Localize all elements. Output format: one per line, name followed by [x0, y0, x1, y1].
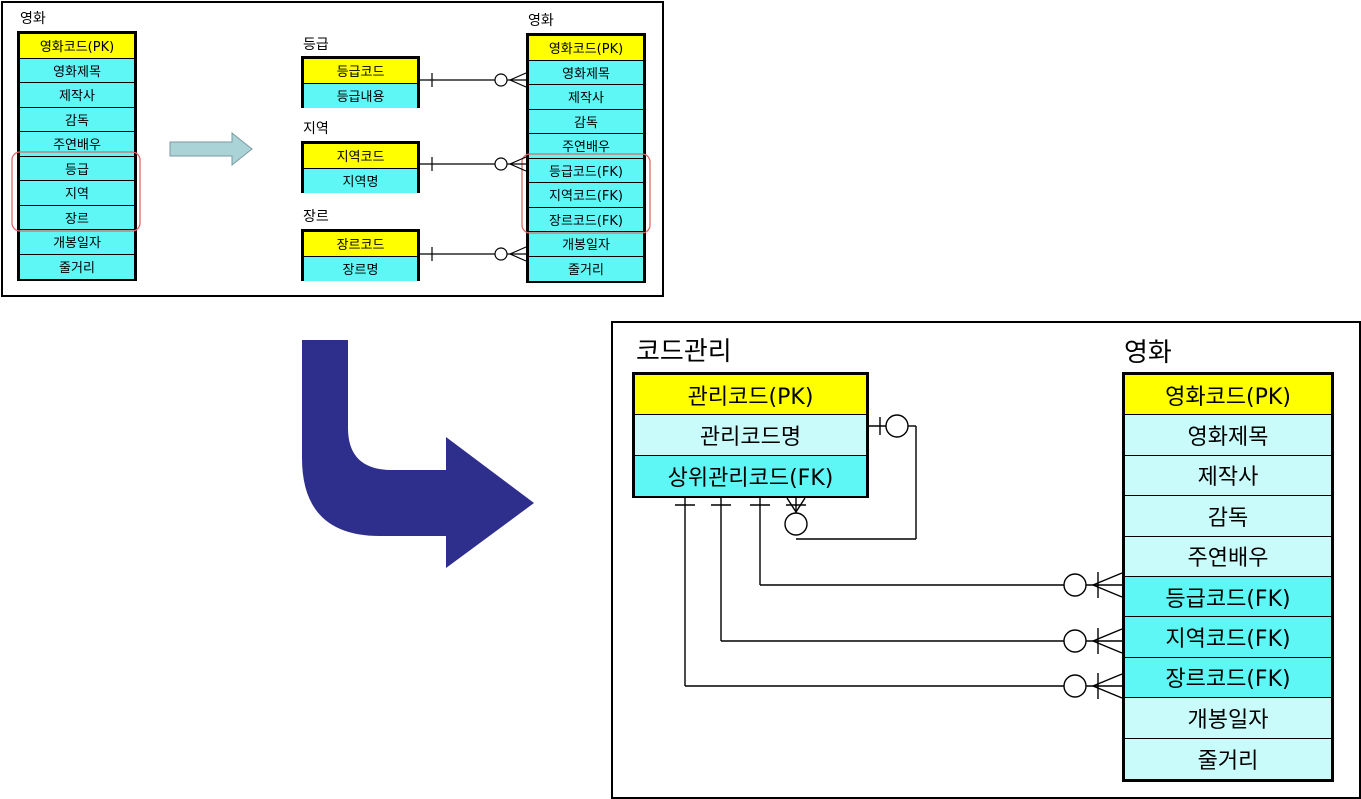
highlight-box [521, 153, 651, 234]
entity-row: 개봉일자 [20, 230, 134, 255]
relation-line [675, 498, 1123, 699]
relation-line [420, 156, 527, 172]
entity-row: 감독 [1125, 496, 1331, 537]
genre-title: 장르 [303, 209, 329, 225]
entity-row: 관리코드(PK) [635, 375, 866, 416]
relation-line [420, 72, 527, 88]
entity-row: 영화코드(PK) [1125, 375, 1331, 416]
entity-row: 제작사 [529, 85, 643, 110]
grade-entity: 등급코드 등급내용 [301, 56, 420, 108]
entity-row: 지역코드(FK) [1125, 617, 1331, 658]
transform-arrow-icon [169, 131, 253, 167]
entity-row: 등급내용 [304, 83, 417, 108]
entity-row: 지역 [20, 181, 134, 206]
movie-left-title: 영화 [20, 11, 46, 27]
entity-row: 등급코드(FK) [529, 158, 643, 183]
entity-row: 상위관리코드(FK) [635, 455, 866, 497]
entity-row: 영화코드(PK) [529, 36, 643, 61]
movie-right-title: 영화 [528, 13, 554, 29]
entity-row: 장르명 [304, 256, 417, 281]
entity-row: 줄거리 [529, 256, 643, 281]
relation-line [750, 498, 1123, 598]
region-title: 지역 [303, 121, 329, 137]
entity-row: 영화제목 [1125, 415, 1331, 456]
code-mgmt-title: 코드관리 [636, 337, 732, 367]
self-relation-line [784, 414, 917, 540]
entity-row: 줄거리 [1125, 738, 1331, 779]
entity-row: 개봉일자 [529, 232, 643, 257]
entity-row: 등급 [20, 156, 134, 181]
code-mgmt-entity: 관리코드(PK) 관리코드명 상위관리코드(FK) [632, 372, 869, 498]
movie-left-entity: 영화코드(PK) 영화제목 제작사 감독 주연배우 등급 지역 장르 개봉일자 … [17, 31, 137, 281]
movie-bottom-entity: 영화코드(PK) 영화제목 제작사 감독 주연배우 등급코드(FK) 지역코드(… [1122, 372, 1334, 782]
region-entity: 지역코드 지역명 [301, 141, 420, 193]
relation-line [711, 498, 1123, 654]
entity-row: 주연배우 [1125, 536, 1331, 577]
entity-row: 감독 [529, 109, 643, 134]
entity-row: 지역코드(FK) [529, 183, 643, 208]
entity-row: 제작사 [1125, 455, 1331, 497]
entity-row: 지역명 [304, 168, 417, 193]
entity-row: 장르 [20, 205, 134, 230]
genre-entity: 장르코드 장르명 [301, 229, 420, 281]
entity-row: 영화제목 [20, 58, 134, 83]
grade-title: 등급 [303, 37, 329, 53]
entity-row: 등급코드 [304, 59, 417, 84]
entity-row: 감독 [20, 107, 134, 132]
highlight-box [11, 151, 141, 232]
entity-row: 등급코드(FK) [1125, 576, 1331, 618]
big-curved-arrow-icon [302, 340, 534, 568]
entity-row: 관리코드명 [635, 415, 866, 456]
entity-row: 지역코드 [304, 144, 417, 169]
entity-row: 줄거리 [20, 254, 134, 279]
entity-row: 장르코드(FK) [529, 207, 643, 232]
relation-line [420, 246, 527, 262]
movie-bottom-title: 영화 [1124, 338, 1172, 368]
entity-row: 영화코드(PK) [20, 34, 134, 59]
entity-row: 장르코드(FK) [1125, 657, 1331, 699]
entity-row: 영화제목 [529, 60, 643, 85]
movie-right-entity: 영화코드(PK) 영화제목 제작사 감독 주연배우 등급코드(FK) 지역코드(… [526, 33, 646, 283]
entity-row: 장르코드 [304, 232, 417, 257]
entity-row: 제작사 [20, 83, 134, 108]
entity-row: 개봉일자 [1125, 698, 1331, 739]
